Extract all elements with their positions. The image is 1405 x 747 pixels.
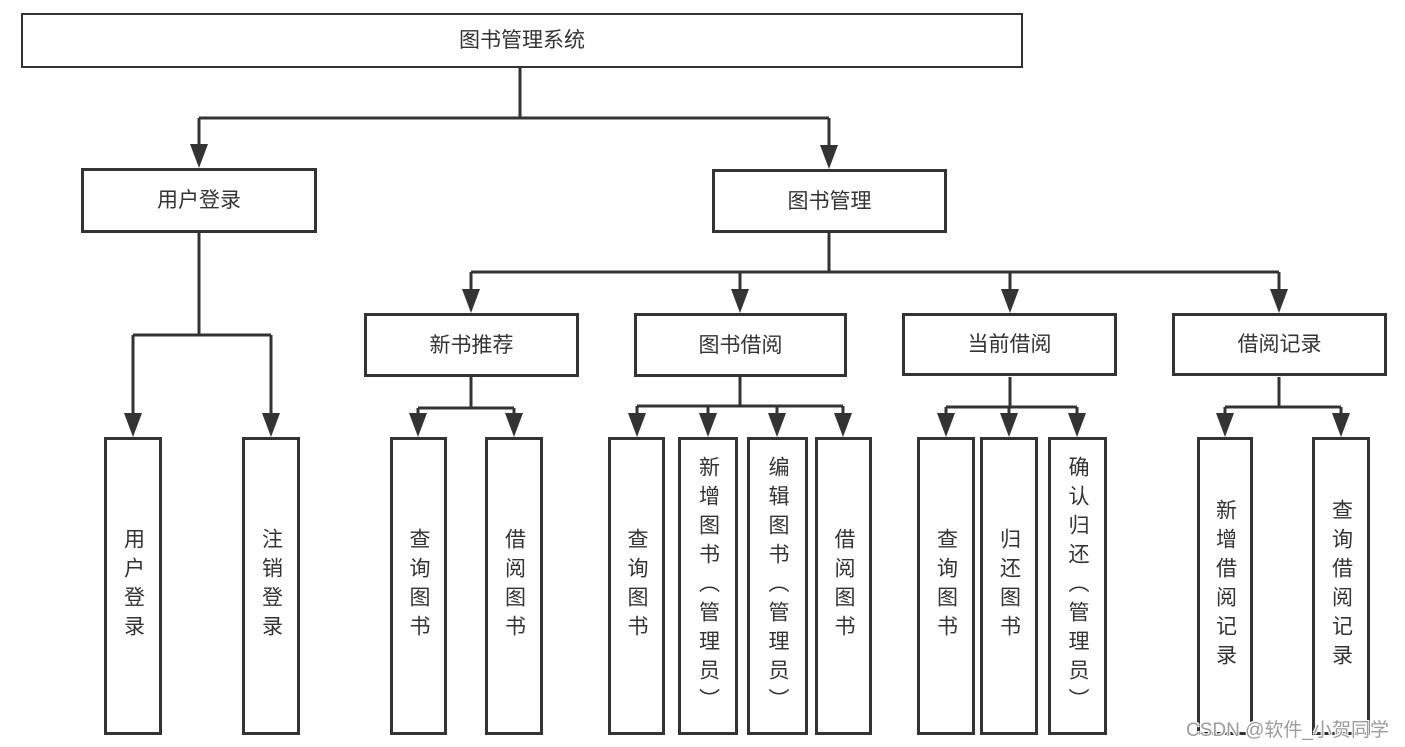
leaf-borrow-books-nb-label: 借阅图书 xyxy=(502,528,526,644)
leaf-query-books-bb-label: 查询图书 xyxy=(625,528,648,644)
leaf-return-books: 归还图书 xyxy=(980,437,1038,735)
node-user-login-label: 用户登录 xyxy=(157,189,241,212)
leaf-query-books-bb: 查询图书 xyxy=(608,437,665,735)
arrow-icon xyxy=(937,413,955,437)
arrow-icon xyxy=(124,413,142,437)
leaf-logout: 注销登录 xyxy=(242,437,300,735)
node-book-borrowing: 图书借阅 xyxy=(634,313,847,377)
arrow-icon xyxy=(1001,289,1019,313)
leaf-query-borrow-record-label: 查询借阅记录 xyxy=(1329,499,1353,673)
arrow-icon xyxy=(1270,289,1288,313)
leaf-query-books-cb-label: 查询图书 xyxy=(934,528,958,644)
leaf-query-books-nb-label: 查询图书 xyxy=(407,528,430,644)
leaf-logout-label: 注销登录 xyxy=(259,528,283,644)
node-user-login: 用户登录 xyxy=(81,168,317,233)
node-new-book-recommend: 新书推荐 xyxy=(364,313,579,377)
leaf-confirm-return-admin-label: 确认归还（管理员） xyxy=(1066,455,1089,717)
leaf-add-borrow-record: 新增借阅记录 xyxy=(1197,437,1253,735)
arrow-icon xyxy=(768,413,786,437)
node-book-management: 图书管理 xyxy=(712,169,947,233)
arrow-icon xyxy=(462,289,480,313)
arrow-icon xyxy=(699,413,717,437)
leaf-borrow-books-bb-label: 借阅图书 xyxy=(832,528,855,644)
leaf-user-login: 用户登录 xyxy=(104,437,162,735)
node-book-management-label: 图书管理 xyxy=(787,189,872,213)
leaf-add-borrow-record-label: 新增借阅记录 xyxy=(1213,499,1237,673)
arrow-icon xyxy=(628,413,646,437)
arrowheads xyxy=(124,144,1350,437)
arrow-icon xyxy=(1068,413,1086,437)
arrow-icon xyxy=(820,145,838,169)
leaf-edit-books-admin: 编辑图书（管理员） xyxy=(747,437,808,735)
leaf-query-books-nb: 查询图书 xyxy=(390,437,447,735)
arrow-icon xyxy=(834,413,852,437)
arrow-icon xyxy=(1216,413,1234,437)
leaf-query-borrow-record: 查询借阅记录 xyxy=(1312,437,1370,735)
arrow-icon xyxy=(1332,413,1350,437)
arrow-icon xyxy=(262,413,280,437)
arrow-icon xyxy=(1000,413,1018,437)
node-current-borrowing: 当前借阅 xyxy=(902,313,1117,376)
arrow-icon xyxy=(505,413,523,437)
leaf-add-books-admin: 新增图书（管理员） xyxy=(678,437,738,735)
node-library-management-system: 图书管理系统 xyxy=(21,13,1023,68)
node-new-book-recommend-label: 新书推荐 xyxy=(429,333,514,357)
leaf-confirm-return-admin: 确认归还（管理员） xyxy=(1048,437,1107,735)
node-borrowing-records: 借阅记录 xyxy=(1172,313,1387,376)
leaf-edit-books-admin-label: 编辑图书（管理员） xyxy=(766,455,789,717)
arrow-icon xyxy=(190,144,208,168)
arrow-icon xyxy=(731,289,749,313)
arrow-icon xyxy=(409,413,427,437)
leaf-user-login-label: 用户登录 xyxy=(121,528,145,644)
node-borrowing-records-label: 借阅记录 xyxy=(1237,333,1322,356)
node-current-borrowing-label: 当前借阅 xyxy=(967,333,1052,356)
connector-path xyxy=(131,68,1343,419)
leaf-return-books-label: 归还图书 xyxy=(997,528,1021,644)
watermark: CSDN @软件_小贺同学 xyxy=(1186,720,1389,741)
leaf-borrow-books-nb: 借阅图书 xyxy=(485,437,543,735)
leaf-borrow-books-bb: 借阅图书 xyxy=(815,437,872,735)
node-book-borrowing-label: 图书借阅 xyxy=(698,333,783,357)
node-library-management-system-label: 图书管理系统 xyxy=(459,29,585,52)
leaf-query-books-cb: 查询图书 xyxy=(917,437,975,735)
leaf-add-books-admin-label: 新增图书（管理员） xyxy=(696,455,720,717)
